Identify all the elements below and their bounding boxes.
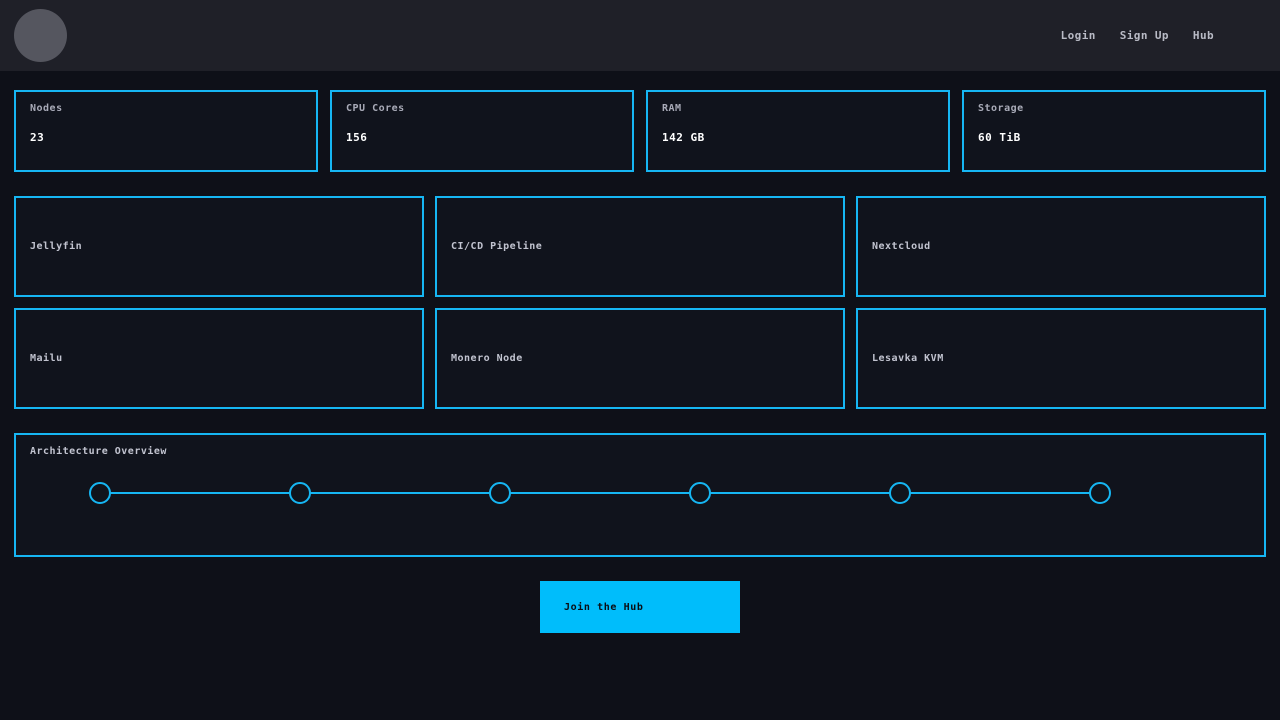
stats-row: Nodes 23 CPU Cores 156 RAM 142 GB Storag… bbox=[14, 90, 1266, 172]
service-title: Monero Node bbox=[451, 353, 523, 364]
main-nav: Login Sign Up Hub bbox=[1049, 23, 1280, 48]
service-card-jellyfin[interactable]: Jellyfin bbox=[14, 196, 424, 297]
stat-label: RAM bbox=[662, 103, 682, 114]
stat-card-nodes: Nodes 23 bbox=[14, 90, 318, 172]
stat-label: CPU Cores bbox=[346, 103, 405, 114]
stat-label: Nodes bbox=[30, 103, 63, 114]
service-title: Mailu bbox=[30, 353, 63, 364]
avatar[interactable] bbox=[14, 9, 67, 62]
nav-link-hub[interactable]: Hub bbox=[1192, 29, 1214, 42]
architecture-title: Architecture Overview bbox=[30, 446, 167, 457]
service-card-lesavka-kvm[interactable]: Lesavka KVM bbox=[856, 308, 1266, 409]
cta-row: Join the Hub bbox=[14, 581, 1266, 633]
page-content: Nodes 23 CPU Cores 156 RAM 142 GB Storag… bbox=[0, 90, 1280, 633]
architecture-overview-panel: Architecture Overview bbox=[14, 433, 1266, 557]
nav-link-sign-up[interactable]: Sign Up bbox=[1119, 29, 1169, 42]
service-card-mailu[interactable]: Mailu bbox=[14, 308, 424, 409]
architecture-diagram bbox=[89, 482, 1111, 504]
stat-value: 23 bbox=[30, 131, 45, 144]
service-card-monero-node[interactable]: Monero Node bbox=[435, 308, 845, 409]
top-header: Login Sign Up Hub bbox=[0, 0, 1280, 71]
architecture-node-4[interactable] bbox=[689, 482, 711, 504]
stat-value: 60 TiB bbox=[978, 131, 1021, 144]
stat-card-ram: RAM 142 GB bbox=[646, 90, 950, 172]
stat-card-cpu-cores: CPU Cores 156 bbox=[330, 90, 634, 172]
service-title: CI/CD Pipeline bbox=[451, 241, 543, 252]
service-title: Lesavka KVM bbox=[872, 353, 944, 364]
architecture-node-2[interactable] bbox=[289, 482, 311, 504]
stat-value: 156 bbox=[346, 131, 368, 144]
service-card-cicd-pipeline[interactable]: CI/CD Pipeline bbox=[435, 196, 845, 297]
service-title: Jellyfin bbox=[30, 241, 83, 252]
stat-value: 142 GB bbox=[662, 131, 705, 144]
architecture-node-6[interactable] bbox=[1089, 482, 1111, 504]
nav-link-login[interactable]: Login bbox=[1060, 29, 1096, 42]
service-title: Nextcloud bbox=[872, 241, 931, 252]
service-card-nextcloud[interactable]: Nextcloud bbox=[856, 196, 1266, 297]
architecture-node-5[interactable] bbox=[889, 482, 911, 504]
join-the-hub-label: Join the Hub bbox=[564, 601, 644, 613]
architecture-node-3[interactable] bbox=[489, 482, 511, 504]
stat-label: Storage bbox=[978, 103, 1024, 114]
stat-card-storage: Storage 60 TiB bbox=[962, 90, 1266, 172]
architecture-node-1[interactable] bbox=[89, 482, 111, 504]
services-grid: Jellyfin CI/CD Pipeline Nextcloud Mailu … bbox=[14, 196, 1266, 409]
join-the-hub-button[interactable]: Join the Hub bbox=[540, 581, 740, 633]
